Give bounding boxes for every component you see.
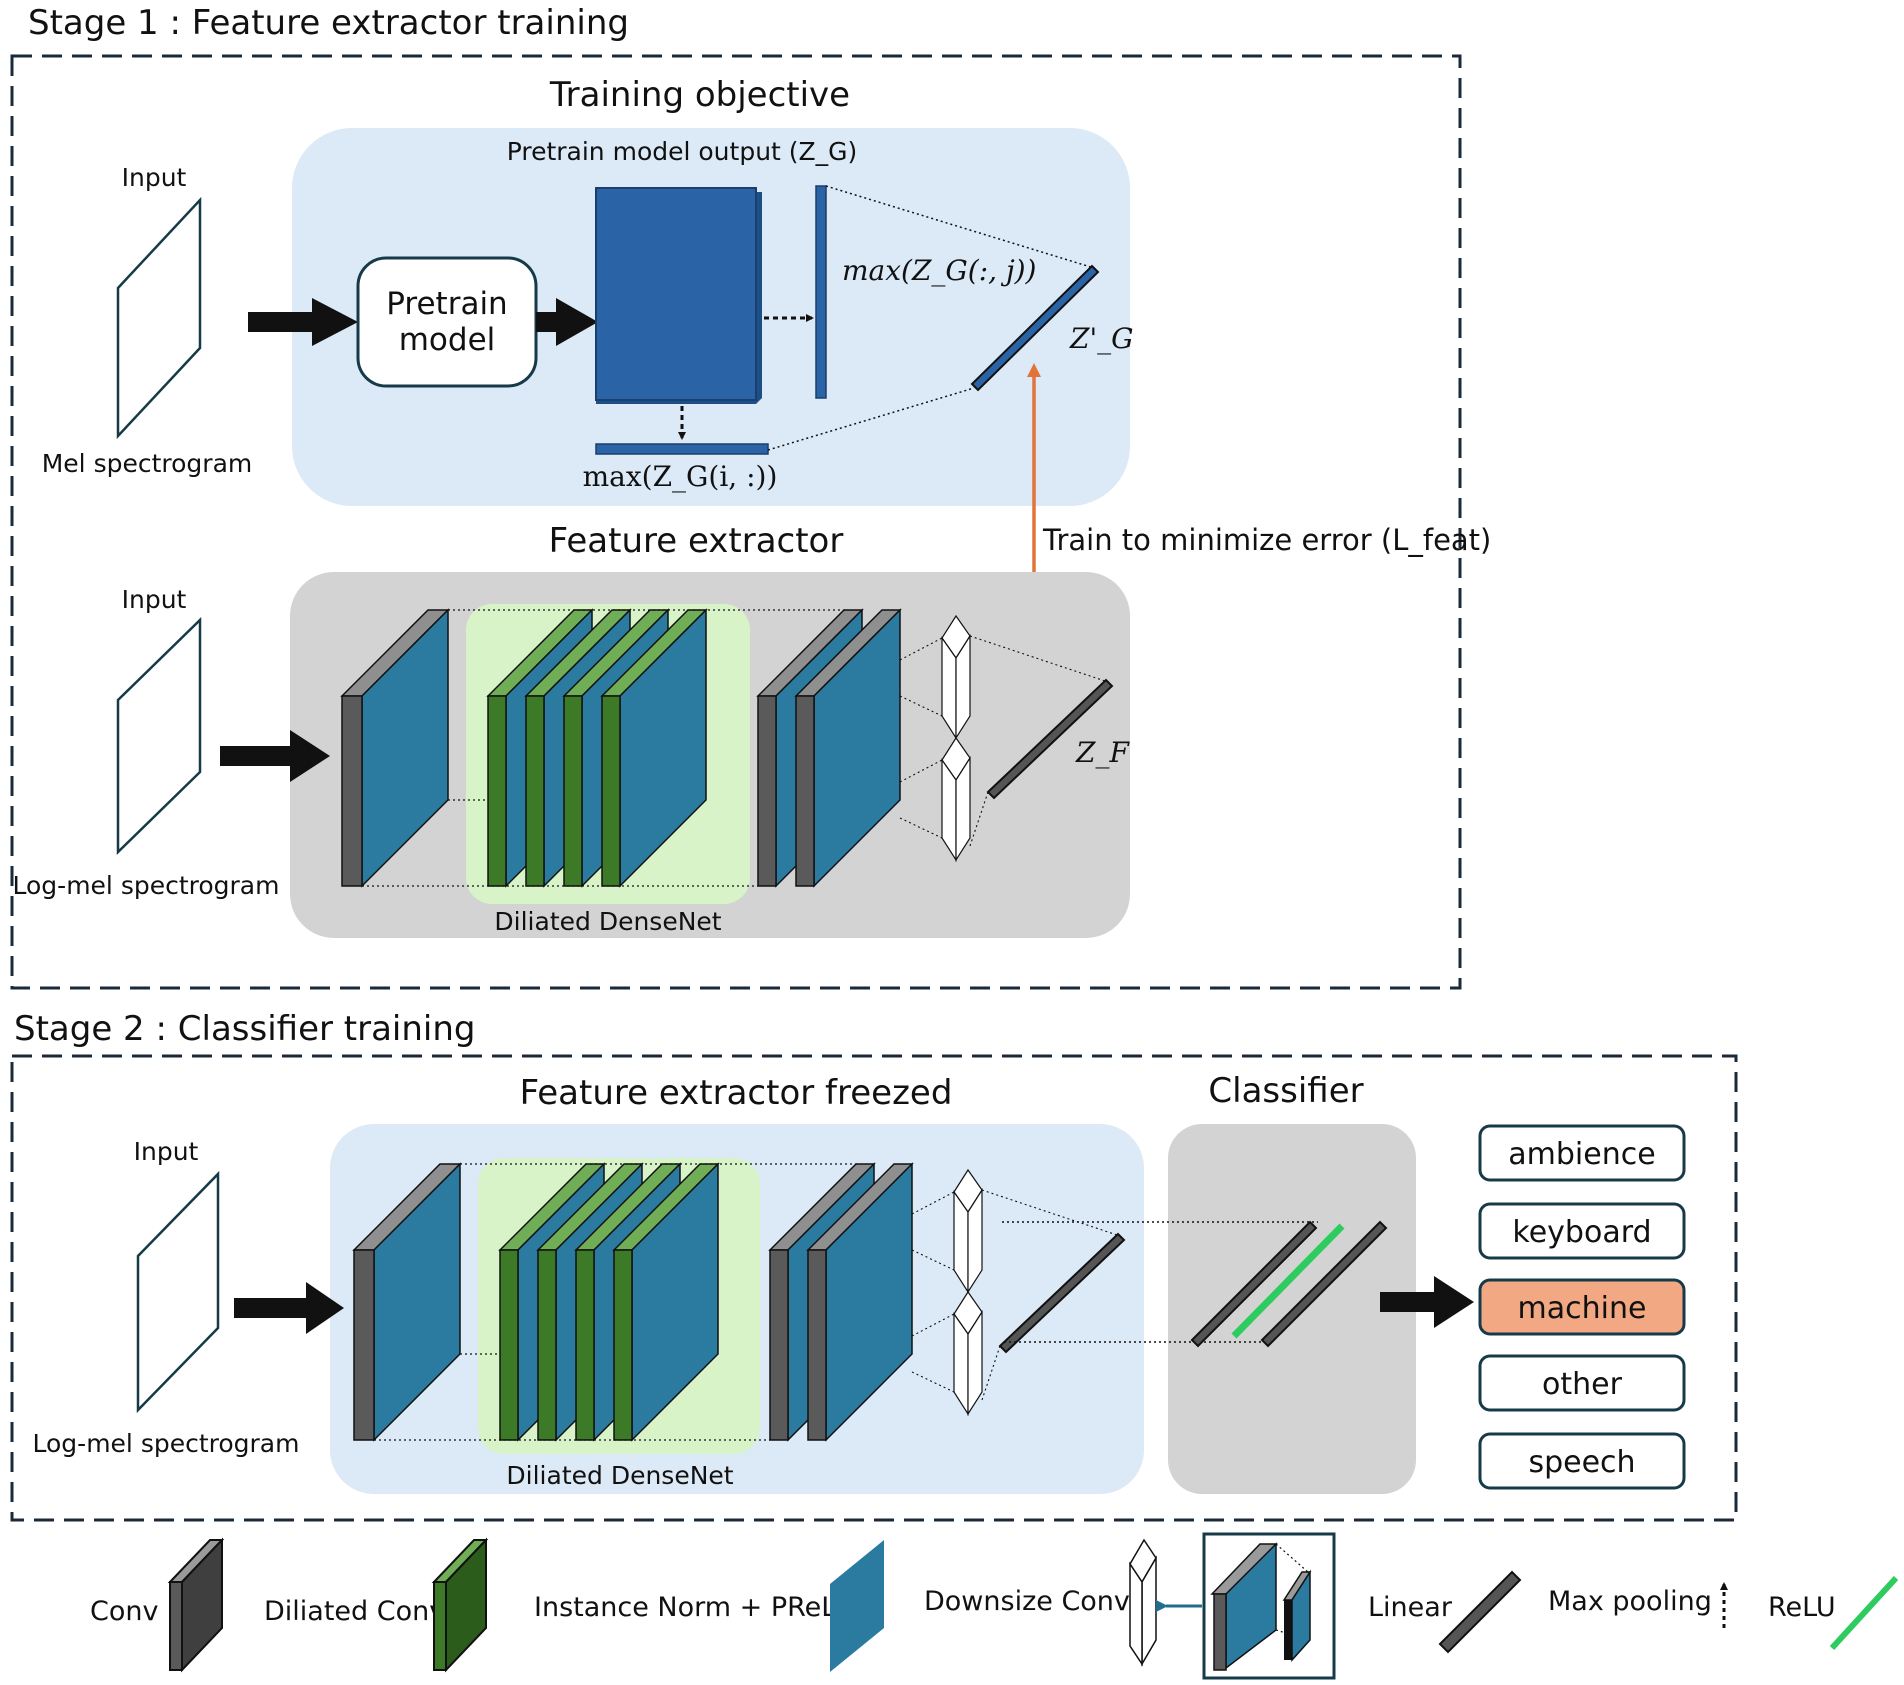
feature-vector bbox=[986, 678, 1114, 800]
pretrain-output-label: Pretrain model output (Z_G) bbox=[507, 137, 858, 166]
legend-norm-label: Instance Norm + PReLU bbox=[534, 1592, 855, 1623]
arrow-to-output bbox=[536, 298, 598, 346]
target-vector-zg bbox=[970, 264, 1100, 392]
class-label: speech bbox=[1528, 1445, 1635, 1480]
training-objective-heading: Training objective bbox=[549, 75, 850, 115]
class-item-machine: machine bbox=[1478, 1278, 1686, 1336]
legend-linear-icon bbox=[1438, 1570, 1522, 1654]
arrow-to-extractor-2 bbox=[234, 1282, 344, 1334]
logmel-spectrogram-input-1 bbox=[116, 617, 202, 855]
vector-link-top bbox=[981, 1189, 1121, 1237]
row-max-bar bbox=[815, 185, 827, 399]
stage2-frame bbox=[10, 1054, 1738, 1522]
logmel-caption-2: Log-mel spectrogram bbox=[33, 1429, 300, 1458]
class-box bbox=[1478, 1354, 1686, 1412]
frozen-heading: Feature extractor freezed bbox=[520, 1073, 953, 1113]
input-label-2: Input bbox=[122, 585, 187, 614]
legend-downsize-icon bbox=[1129, 1538, 1157, 1667]
input-label-3: Input bbox=[134, 1137, 199, 1166]
mel-spectrogram-input bbox=[116, 196, 202, 440]
legend-downsize-detail-icon bbox=[1210, 1542, 1312, 1671]
legend-relu-icon bbox=[1829, 1575, 1899, 1651]
class-label: keyboard bbox=[1512, 1215, 1651, 1250]
feature-extractor-heading: Feature extractor bbox=[549, 521, 844, 561]
col-max-bar bbox=[595, 443, 769, 455]
legend-diliated-conv-icon bbox=[431, 1537, 489, 1673]
legend-relu-label: ReLU bbox=[1768, 1592, 1836, 1623]
legend-diliated-conv-label: Diliated Conv bbox=[264, 1596, 445, 1627]
class-label: other bbox=[1542, 1367, 1623, 1402]
zf-label: Z_F bbox=[1075, 736, 1130, 769]
row-max-label: max(Z_G(:, j)) bbox=[842, 254, 1036, 287]
class-item-other: other bbox=[1478, 1354, 1686, 1412]
downsize-conv-2 bbox=[899, 736, 971, 863]
conv-layer bbox=[340, 608, 450, 888]
dotted-link-1 bbox=[825, 185, 1095, 269]
legend-conv-icon bbox=[167, 1537, 225, 1673]
diliated-conv-layer-4 bbox=[612, 1162, 720, 1442]
class-box bbox=[1478, 1202, 1686, 1260]
classifier-relu bbox=[1231, 1223, 1345, 1339]
feature-extractor-layers-1 bbox=[340, 608, 1114, 888]
class-label: machine bbox=[1518, 1291, 1647, 1326]
pretrain-output-label-text: Pretrain model output (Z_G) bbox=[507, 137, 858, 166]
legend-conv-label: Conv bbox=[90, 1596, 158, 1627]
stage2-title: Stage 2 : Classifier training bbox=[14, 1009, 476, 1049]
class-box bbox=[1478, 1124, 1686, 1182]
arrow-to-extractor-1 bbox=[220, 730, 330, 782]
logmel-spectrogram-input-2 bbox=[136, 1170, 220, 1414]
stage1-title: Stage 1 : Feature extractor training bbox=[28, 3, 629, 43]
class-box bbox=[1478, 1432, 1686, 1490]
pretrain-model-line1: Pretrain bbox=[386, 286, 507, 322]
mel-spectrogram-caption: Mel spectrogram bbox=[42, 449, 253, 478]
loss-label: Train to minimize error (L_feat) bbox=[1042, 523, 1491, 557]
downsize-conv-1 bbox=[911, 1168, 983, 1295]
arrow-to-classes bbox=[1380, 1276, 1474, 1328]
col-max-label: max(Z_G(i, :)) bbox=[583, 460, 778, 493]
classifier-linear-2 bbox=[1260, 1220, 1388, 1348]
densenet-label-1: Diliated DenseNet bbox=[494, 907, 721, 936]
class-item-ambience: ambience bbox=[1478, 1124, 1686, 1182]
densenet-label-2: Diliated DenseNet bbox=[506, 1461, 733, 1490]
class-item-speech: speech bbox=[1478, 1432, 1686, 1490]
tail-conv-layer-2 bbox=[794, 608, 902, 888]
dotted-link-2 bbox=[767, 387, 975, 451]
legend-maxpool-label: Max pooling bbox=[1548, 1586, 1712, 1617]
conv-layer bbox=[352, 1162, 462, 1442]
feature-vector bbox=[998, 1232, 1126, 1354]
class-label: ambience bbox=[1508, 1137, 1655, 1172]
class-box bbox=[1478, 1278, 1686, 1336]
downsize-conv-2 bbox=[911, 1290, 983, 1417]
legend-norm-icon bbox=[830, 1540, 884, 1672]
pretrain-output-block bbox=[595, 187, 757, 401]
arrow-to-pretrain bbox=[248, 298, 358, 346]
pretrain-model-line2: model bbox=[399, 322, 496, 358]
input-label-1: Input bbox=[122, 163, 187, 192]
legend-linear-label: Linear bbox=[1368, 1592, 1453, 1623]
target-vector-label: Z'_G bbox=[1069, 322, 1134, 355]
classifier-linear-1 bbox=[1190, 1220, 1318, 1348]
feature-extractor-layers-2 bbox=[352, 1162, 1126, 1442]
stage1-frame bbox=[10, 54, 1462, 990]
classifier-heading: Classifier bbox=[1208, 1071, 1363, 1111]
legend-downsize-label: Downsize Conv bbox=[924, 1586, 1130, 1617]
tail-conv-layer-2 bbox=[806, 1162, 914, 1442]
logmel-caption-1: Log-mel spectrogram bbox=[13, 871, 280, 900]
class-list: ambience keyboard machine other speech bbox=[1478, 1124, 1686, 1490]
class-item-keyboard: keyboard bbox=[1478, 1202, 1686, 1260]
vector-link-top bbox=[969, 635, 1109, 683]
diliated-conv-layer-4 bbox=[600, 608, 708, 888]
